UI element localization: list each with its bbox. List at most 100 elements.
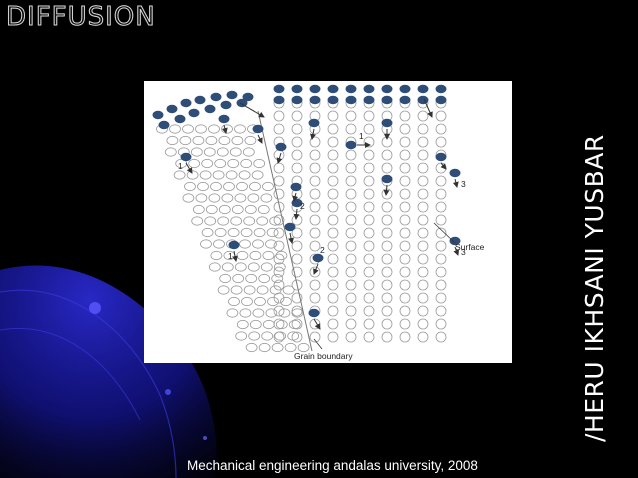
diffusing-atom (449, 168, 461, 178)
lattice-atom (260, 262, 273, 272)
lattice-atom (275, 319, 288, 330)
lattice-atom (274, 331, 287, 341)
surface-atom (180, 98, 192, 108)
lattice-atom (381, 201, 393, 213)
lattice-atom (417, 240, 429, 252)
lattice-atom (309, 266, 321, 278)
lattice-atom (236, 250, 249, 261)
lattice-atom (205, 135, 218, 146)
surface-atom (417, 95, 429, 105)
author-container: /HERU IKHSANI YUSBAR (576, 84, 638, 478)
lattice-atom (245, 273, 258, 284)
lattice-atom (216, 147, 229, 157)
diffusing-atom (381, 174, 393, 184)
lattice-atom (218, 135, 231, 146)
lattice-atom (234, 262, 247, 272)
lattice-atom (399, 188, 411, 200)
lattice-atom (166, 135, 179, 146)
lattice-atom (327, 201, 339, 213)
lattice-atom (208, 262, 221, 272)
lattice-atom (417, 318, 429, 330)
diffusing-atom (180, 152, 192, 162)
lattice-atom (260, 193, 273, 203)
diffusing-atom (308, 118, 320, 128)
lattice-atom (435, 279, 447, 291)
surface-atom (345, 95, 357, 105)
lattice-atom (363, 253, 375, 265)
lattice-atom (236, 181, 248, 192)
lattice-atom (234, 193, 247, 203)
lattice-atom (269, 285, 282, 295)
lattice-atom (273, 110, 285, 122)
lattice-atom (345, 175, 357, 187)
lattice-atom (309, 136, 321, 148)
surface-atom (309, 84, 321, 94)
surface-atom (417, 84, 429, 94)
lattice-atom (241, 296, 253, 307)
lattice-atom (345, 279, 357, 291)
lattice-atom (258, 342, 271, 353)
surface-atom (273, 84, 285, 94)
lattice-atom (399, 227, 411, 239)
lattice-atom (227, 227, 240, 238)
lattice-atom (205, 204, 218, 215)
lattice-atom (229, 147, 242, 157)
lattice-atom (309, 188, 321, 200)
lattice-atom (217, 285, 230, 295)
lattice-atom (273, 175, 285, 187)
lattice-atom (200, 239, 212, 249)
lattice-atom (186, 170, 199, 180)
lattice-atom (417, 201, 429, 213)
surface-atom (204, 104, 216, 114)
lattice-atom (435, 188, 447, 200)
lattice-atom (199, 170, 212, 180)
lattice-atom (291, 266, 303, 278)
atom-lattice (156, 97, 447, 353)
lattice-atom (381, 149, 393, 161)
lattice-atom (345, 227, 357, 239)
lattice-atom (399, 318, 411, 330)
lattice-atom (248, 331, 261, 341)
lattice-atom (327, 162, 339, 174)
lattice-atom (363, 175, 375, 187)
lattice-atom (399, 292, 411, 304)
lattice-atom (363, 318, 375, 330)
lattice-atom (309, 331, 321, 343)
lattice-atom (223, 181, 235, 192)
lattice-atom (381, 227, 393, 239)
lattice-atom (262, 250, 275, 261)
lattice-atom (291, 110, 303, 122)
lattice-atom (363, 201, 375, 213)
lattice-atom (234, 124, 246, 134)
lattice-atom (417, 266, 429, 278)
lattice-atom (179, 135, 192, 146)
lattice-atom (363, 149, 375, 161)
lattice-atom (210, 250, 223, 261)
lattice-atom (345, 292, 357, 304)
lattice-atom (327, 214, 339, 226)
lattice-atom (363, 292, 375, 304)
diffusing-atom (252, 124, 264, 134)
diffusing-atom (435, 152, 447, 162)
diffusing-atom (449, 236, 461, 246)
lattice-atom (399, 136, 411, 148)
lattice-atom (291, 308, 304, 318)
lattice-atom (252, 239, 264, 249)
lattice-atom (363, 214, 375, 226)
lattice-atom (399, 110, 411, 122)
lattice-atom (435, 318, 447, 330)
lattice-atom (399, 175, 411, 187)
lattice-atom (345, 318, 357, 330)
lattice-atom (239, 308, 252, 318)
lattice-atom (327, 188, 339, 200)
lattice-atom (399, 214, 411, 226)
lattice-atom (239, 239, 251, 249)
lattice-atom (399, 162, 411, 174)
diffusion-arrow (452, 178, 459, 188)
lattice-atom (212, 170, 225, 180)
lattice-atom (258, 273, 271, 284)
lattice-atom (435, 305, 447, 317)
lattice-atom (273, 201, 285, 213)
lattice-atom (221, 193, 234, 203)
lattice-atom (192, 135, 205, 146)
